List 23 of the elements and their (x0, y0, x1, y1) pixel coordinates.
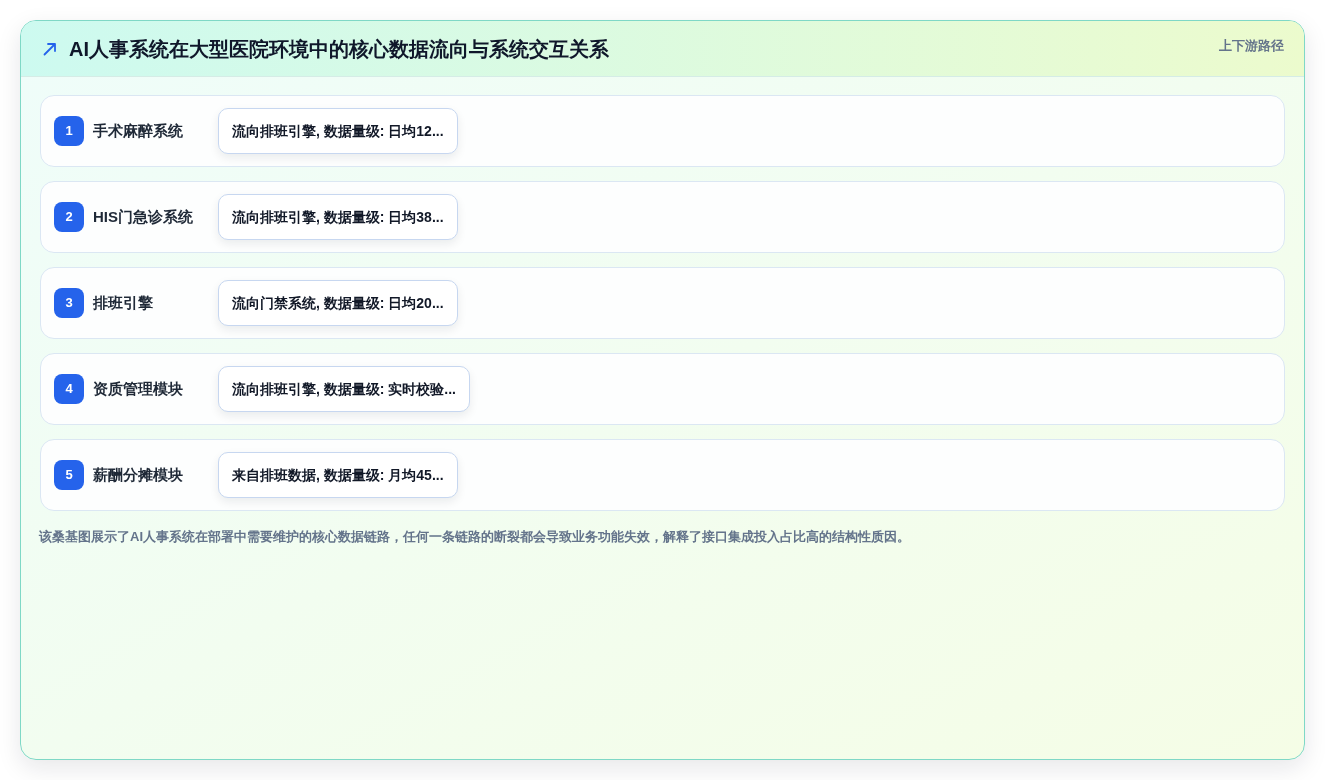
system-name: HIS门急诊系统 (93, 206, 194, 227)
system-row-card (40, 95, 1285, 167)
system-name: 手术麻醉系统 (93, 120, 184, 141)
number-badge: 1 (54, 116, 84, 146)
number-badge: 3 (54, 288, 84, 318)
system-row-card (40, 181, 1285, 253)
data-flow-tag: 流向排班引擎, 数据量级: 实时校验... (218, 366, 470, 412)
system-name: 薪酬分摊模块 (93, 464, 184, 485)
header-note: 上下游路径 (1219, 37, 1284, 55)
system-name: 资质管理模块 (93, 378, 184, 399)
system-row-card (40, 353, 1285, 425)
number-badge: 5 (54, 460, 84, 490)
system-name: 排班引擎 (93, 292, 154, 313)
caption-text: 该桑基图展示了AI人事系统在部署中需要维护的核心数据链路，任何一条链路的断裂都会导致业务功能失效，解释了接口集成投入占比高的结构性质因。 (39, 528, 911, 546)
system-row-card (40, 267, 1285, 339)
diagram-title: AI人事系统在大型医院环境中的核心数据流向与系统交互关系 (69, 36, 609, 62)
number-badge: 2 (54, 202, 84, 232)
data-flow-tag: 来自排班数据, 数据量级: 月均45... (218, 452, 458, 498)
system-row-card (40, 439, 1285, 511)
data-flow-tag: 流向门禁系统, 数据量级: 日均20... (218, 280, 458, 326)
data-flow-tag: 流向排班引擎, 数据量级: 日均38... (218, 194, 458, 240)
data-flow-tag: 流向排班引擎, 数据量级: 日均12... (218, 108, 458, 154)
number-badge: 4 (54, 374, 84, 404)
